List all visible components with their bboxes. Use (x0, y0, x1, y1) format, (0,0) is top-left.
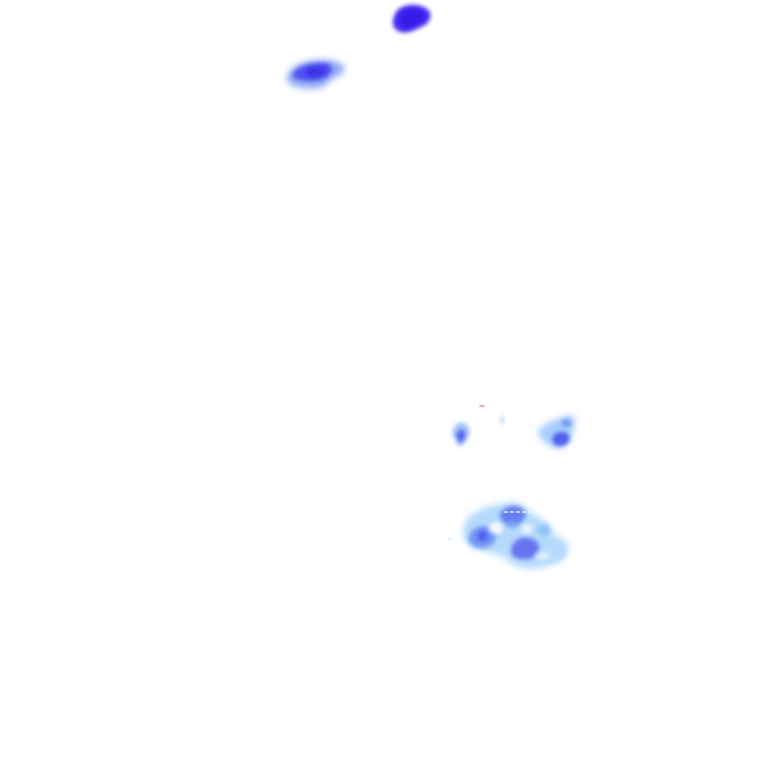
radar-cell-central-west (452, 404, 505, 447)
pink-speck (479, 404, 485, 408)
radar-cell-central-east (538, 414, 575, 449)
radar-cell-south (447, 502, 569, 569)
radar-cell-north (392, 4, 431, 33)
radar-cell-northwest (286, 59, 345, 89)
